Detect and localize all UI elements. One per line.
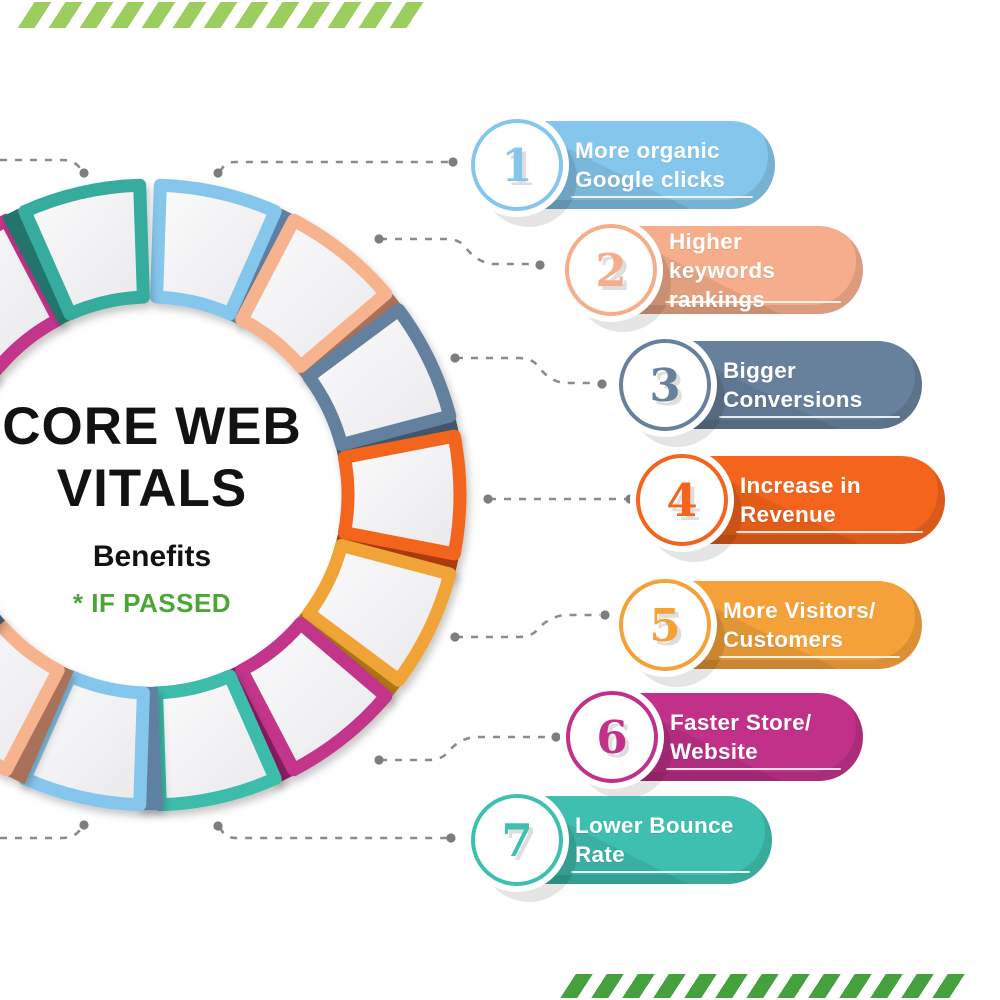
if-passed-note: * IF PASSED	[72, 588, 232, 618]
benefit-number-badge: 7	[471, 794, 563, 886]
benefit-label: Bigger Conversions	[723, 341, 912, 429]
benefit-number-badge: 5	[619, 579, 711, 671]
pill-divider-line	[719, 655, 900, 658]
benefit-label-line2: Google clicks	[575, 167, 726, 192]
wheel-segment-shade	[0, 614, 5, 625]
benefit-number-badge: 3	[619, 339, 711, 431]
connector-dot	[374, 755, 384, 765]
page-subtitle: Benefits	[92, 540, 212, 573]
connector-dot	[374, 234, 384, 244]
connector-dot	[450, 353, 460, 363]
connector-dashed-line	[218, 160, 450, 173]
benefit-label-line1: Bigger	[723, 358, 797, 383]
wheel-segment	[302, 303, 460, 460]
benefit-number: 4	[666, 473, 698, 527]
wheel-segment-frame	[337, 429, 467, 561]
wheel-segment-frame	[150, 178, 282, 321]
pill-divider-line	[736, 530, 923, 533]
page-title-line1: CORE WEB	[2, 397, 302, 456]
wheel-center-title: CORE WEB VITALS Benefits * IF PASSED	[0, 396, 324, 619]
connector-dot	[79, 168, 89, 178]
benefit-label-line2: rankings	[669, 286, 766, 312]
wheel-segment-frame	[18, 178, 150, 321]
connector-dot	[213, 821, 223, 831]
wheel-segment	[18, 669, 163, 812]
connector-dashed-line	[380, 237, 534, 266]
benefit-label-line1: More Visitors/	[723, 598, 876, 623]
connector-dot	[79, 820, 89, 830]
wheel-segment-frame	[302, 538, 457, 687]
benefit-label: More organic Google clicks	[575, 121, 765, 209]
connector-dashed-line	[380, 735, 551, 762]
connector-dot	[535, 260, 545, 270]
benefit-label-line1: Increase in	[740, 473, 861, 498]
benefit-label: More Visitors/ Customers	[723, 581, 912, 669]
benefit-number-badge: 1	[471, 119, 563, 211]
page-title-line2: VITALS	[56, 459, 248, 518]
benefit-label: Faster Store/ Website	[670, 693, 853, 781]
wheel-segment	[0, 614, 5, 625]
benefit-label-line2: Revenue	[740, 502, 836, 527]
connector-dot	[625, 494, 635, 504]
connector-dot	[450, 632, 460, 642]
wheel-segment	[235, 213, 404, 382]
connector-dot	[597, 379, 607, 389]
wheel-segment	[150, 178, 298, 326]
pill-divider-line	[571, 195, 753, 198]
wheel-segment-frame	[302, 303, 457, 452]
connector-dashed-line	[0, 829, 82, 840]
benefit-label-line1: Faster Store/	[670, 710, 812, 735]
connector-dashed-line	[218, 826, 447, 840]
wheel-segment-frame	[0, 617, 65, 777]
wheel-segment	[2, 178, 150, 326]
benefit-label: Increase in Revenue	[740, 456, 935, 544]
benefit-number-badge: 2	[565, 224, 657, 316]
connector-dashed-line	[456, 356, 597, 385]
benefit-number-badge: 4	[636, 454, 728, 546]
wheel-segment	[0, 617, 74, 785]
benefit-number: 3	[649, 358, 681, 412]
benefit-number: 5	[649, 598, 681, 652]
connector-dot	[213, 168, 223, 178]
connector-dot	[446, 833, 456, 843]
benefit-label-line2: Rate	[575, 842, 625, 867]
wheel-segment	[295, 538, 457, 702]
benefit-label-line1: Lower Bounce	[575, 813, 734, 838]
pill-divider-line	[666, 767, 841, 770]
connector-dot	[483, 494, 493, 504]
connector-dot	[551, 732, 561, 742]
pill-divider-line	[719, 415, 900, 418]
wheel-segment-frame	[235, 617, 393, 777]
connector-dashed-line	[456, 613, 600, 639]
benefit-number: 1	[501, 138, 533, 192]
benefit-label: Higher keywords rankings	[669, 226, 853, 314]
benefit-label-line2: Website	[670, 739, 758, 764]
benefit-label: Lower Bounce Rate	[575, 796, 762, 884]
connector-dashed-line	[0, 158, 82, 169]
benefit-number-badge: 6	[566, 691, 658, 783]
benefit-label-line2: Customers	[723, 627, 844, 652]
connector-dot	[448, 157, 458, 167]
pill-divider-line	[571, 870, 750, 873]
benefit-number: 6	[596, 710, 628, 764]
benefit-label-line1: More organic	[575, 138, 720, 163]
benefit-label-line2: Conversions	[723, 387, 863, 412]
benefit-label-line1: Higher keywords	[669, 228, 776, 283]
benefit-number: 2	[595, 243, 627, 297]
pill-divider-line	[665, 300, 841, 303]
benefit-number: 7	[501, 813, 533, 867]
wheel-segment-frame	[235, 213, 393, 373]
connector-dot	[600, 610, 610, 620]
